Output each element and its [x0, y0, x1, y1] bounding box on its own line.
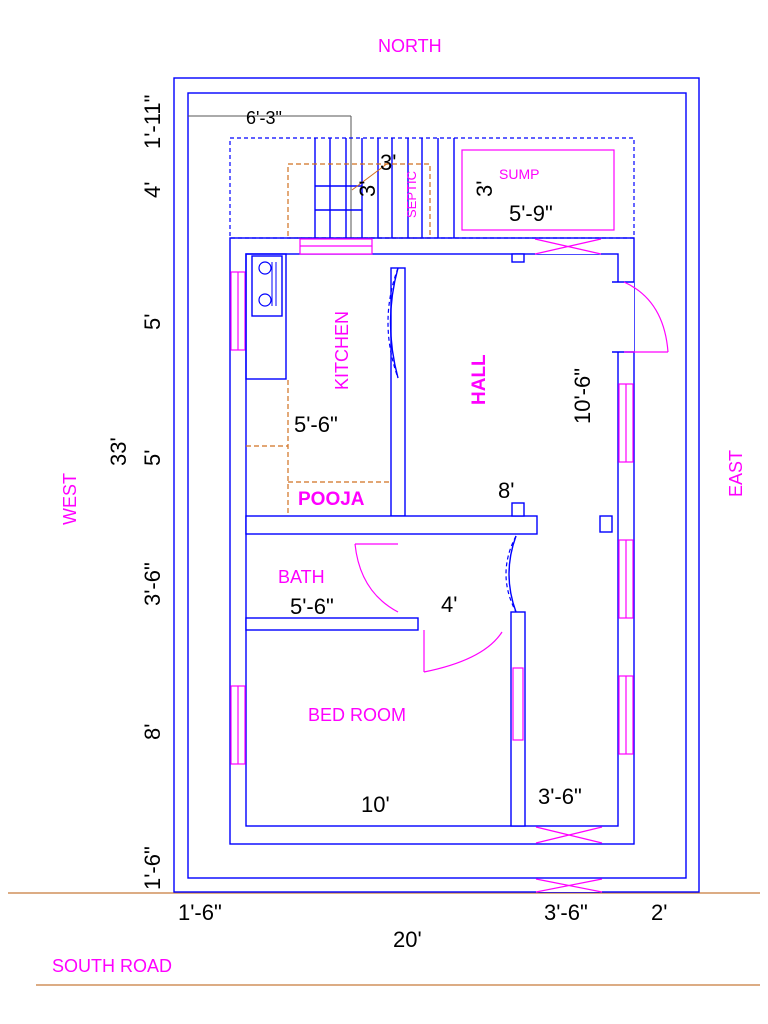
- dim-left-1-6: 1'-6": [140, 846, 165, 890]
- entry-opening-cross: [535, 826, 603, 844]
- hall-door-arc: [623, 281, 669, 353]
- window-bedroom-east: [512, 667, 524, 741]
- septic-leader: [351, 162, 389, 191]
- bedroom-door-arc: [423, 631, 503, 673]
- septic-label: SEPTIC: [404, 171, 419, 218]
- plot-boundary-outer: [173, 77, 700, 893]
- passage-door-arc: [505, 535, 517, 613]
- septic-tank-outline: [287, 163, 431, 239]
- north-label: NORTH: [378, 36, 442, 56]
- gate-opening-cross: [535, 878, 603, 893]
- dim-bath-width: 5'-6": [290, 594, 334, 619]
- plot-boundary-inner: [187, 92, 687, 879]
- kitchen-label: KITCHEN: [332, 311, 352, 390]
- dim-sump-width: 5'-9": [509, 201, 553, 226]
- building-inner-wall: [245, 253, 619, 827]
- hall-label: HALL: [469, 354, 490, 405]
- dim-hall-width: 8': [498, 478, 514, 503]
- building-outer-wall: [229, 237, 635, 845]
- dim-left-5b: 5': [140, 450, 165, 466]
- dim-left-3-6: 3'-6": [140, 562, 165, 606]
- kitchen-counter: [245, 253, 287, 380]
- dim-entry-width: 3'-6": [538, 784, 582, 809]
- dim-septic-width: 3': [380, 150, 396, 175]
- dim-septic-height: 3': [355, 181, 380, 197]
- kitchen-door-arc: [387, 267, 399, 379]
- sump-label: SUMP: [499, 166, 539, 182]
- dim-sump-height: 3': [472, 181, 497, 197]
- top-opening-cross: [534, 238, 602, 255]
- bath-label: BATH: [278, 567, 325, 587]
- dim-passage-4: 4': [441, 592, 457, 617]
- dim-bottom-1-6: 1'-6": [178, 900, 222, 925]
- dim-total-20: 20': [393, 927, 422, 952]
- wall-stub: [511, 502, 525, 517]
- dim-total-33: 33': [106, 437, 131, 466]
- bed-room-label: BED ROOM: [308, 705, 406, 725]
- open-area-outline: [229, 137, 635, 239]
- staircase: [314, 138, 455, 238]
- kitchen-bath-wall: [245, 515, 538, 535]
- dim-bed-width: 10': [361, 792, 390, 817]
- east-label: EAST: [726, 450, 746, 497]
- bath-bedroom-wall: [245, 617, 419, 631]
- pooja-label: POOJA: [298, 489, 365, 510]
- dim-left-1-11: 1'-11": [140, 95, 165, 149]
- south-road-label: SOUTH ROAD: [52, 956, 172, 976]
- dim-left-8: 8': [140, 724, 165, 740]
- kitchen-hall-wall: [390, 267, 406, 517]
- dim-kitchen-width: 5'-6": [294, 412, 338, 437]
- sump-tank: [461, 149, 615, 231]
- hall-door-opening: [612, 282, 634, 352]
- dim-top-6-3: 6'-3": [246, 108, 282, 128]
- dim-bottom-3-6: 3'-6": [544, 900, 588, 925]
- dim-left-4: 4': [140, 182, 165, 198]
- bath-door-arc: [354, 543, 399, 613]
- dim-hall-height: 10'-6": [570, 368, 595, 424]
- gas-stove: [251, 255, 283, 317]
- west-label: WEST: [60, 473, 80, 525]
- wall-stub-east: [599, 515, 613, 533]
- dim-bottom-2: 2': [651, 900, 667, 925]
- pooja-outline: [246, 380, 391, 516]
- dim-left-5a: 5': [140, 314, 165, 330]
